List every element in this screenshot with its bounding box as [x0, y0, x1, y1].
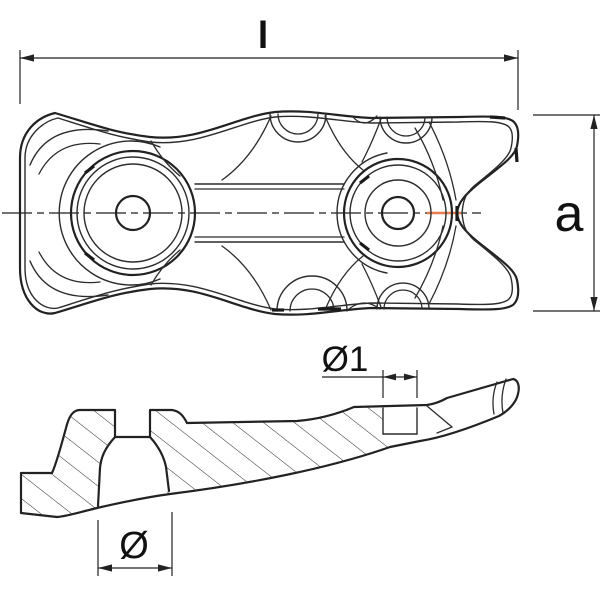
right-boss-circle-3: [342, 157, 454, 269]
top-scallops: [29, 113, 433, 181]
bore-hole: [382, 407, 418, 435]
right-boss-outer-arc: [336, 152, 388, 274]
bell-hole: [96, 435, 171, 508]
section-hatching: [21, 406, 390, 517]
dimension-height: a: [533, 114, 600, 312]
fork-webs: [414, 121, 457, 305]
right-boss-circle-1: [364, 179, 432, 247]
left-boss-outer-arc: [58, 140, 161, 286]
bottom-scallops: [29, 245, 430, 312]
right-boss-hole: [380, 195, 416, 231]
left-boss: [58, 140, 197, 286]
left-boss-circle-2: [76, 156, 190, 270]
right-boss: [336, 152, 454, 274]
top-view-outer-contour: [18, 110, 520, 316]
top-view: [2, 110, 520, 316]
dimension-label-bore-large: Ø: [119, 525, 149, 567]
parting-line-ticks: [84, 115, 519, 312]
top-view-inner-wall: [24, 115, 514, 311]
left-boss-circle-1: [83, 163, 183, 263]
tip-facets: [426, 378, 507, 434]
section-view: [19, 377, 520, 519]
right-boss-circle-2: [349, 164, 447, 262]
dimension-label-length: l: [258, 15, 269, 57]
connecting-rib: [194, 183, 345, 243]
section-outline: [19, 377, 520, 519]
dimension-label-height: a: [555, 185, 584, 243]
left-boss-circle-3: [69, 149, 197, 277]
dimension-label-bore-small: Ø1: [322, 340, 369, 379]
dimension-bore-small: Ø1: [322, 340, 418, 398]
dimension-length: l: [19, 15, 519, 110]
left-boss-hole: [114, 194, 152, 232]
dimension-bore-large: Ø: [97, 512, 173, 576]
